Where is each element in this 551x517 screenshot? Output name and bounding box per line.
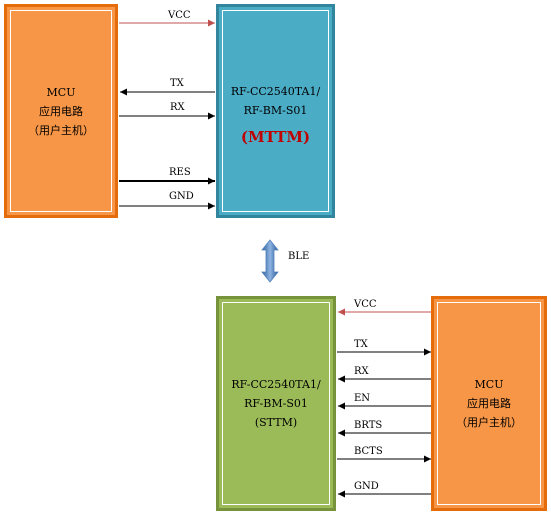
signal-label-tx: TX	[354, 339, 368, 350]
signal-label-gnd: GND	[354, 481, 379, 492]
module-part-label: RF-BM-S01	[243, 104, 308, 117]
mcu-user-host-label: （用户主机）	[28, 123, 94, 137]
signal-label-gnd: GND	[169, 191, 194, 202]
signal-label-vcc: VCC	[168, 10, 191, 21]
module-mode-label: (STTM)	[254, 416, 298, 429]
signal-label-rx: RX	[170, 102, 185, 113]
mcu-user-host-label: （用户主机）	[456, 416, 522, 429]
signal-label-res: RES	[169, 167, 191, 178]
signal-label-rx: RX	[354, 366, 369, 377]
mcu-block-top: MCU 应用电路 （用户主机）	[4, 4, 118, 218]
mcu-app-circuit-label: 应用电路	[467, 397, 511, 410]
module-model-label: RF-CC2540TA1/	[230, 85, 321, 98]
ble-double-arrow	[261, 239, 279, 283]
mcu-label: MCU	[46, 85, 76, 99]
ble-label: BLE	[288, 251, 310, 262]
mcu-app-circuit-label: 应用电路	[39, 104, 83, 118]
module-block-bottom: RF-CC2540TA1/ RF-BM-S01 (STTM)	[216, 296, 336, 511]
signal-label-tx: TX	[170, 78, 184, 89]
signal-label-vcc: VCC	[354, 299, 377, 310]
module-block-top: RF-CC2540TA1/ RF-BM-S01 (MTTM)	[216, 4, 335, 218]
mcu-label: MCU	[474, 378, 504, 391]
module-model-label: RF-CC2540TA1/	[231, 378, 321, 391]
signal-label-en: EN	[354, 393, 371, 404]
signal-label-brts: BRTS	[354, 420, 383, 431]
signal-label-bcts: BCTS	[354, 446, 383, 457]
module-part-label: RF-BM-S01	[244, 397, 308, 410]
mcu-block-bottom: MCU 应用电路 （用户主机）	[431, 296, 547, 511]
module-mode-label: (MTTM)	[240, 128, 311, 146]
